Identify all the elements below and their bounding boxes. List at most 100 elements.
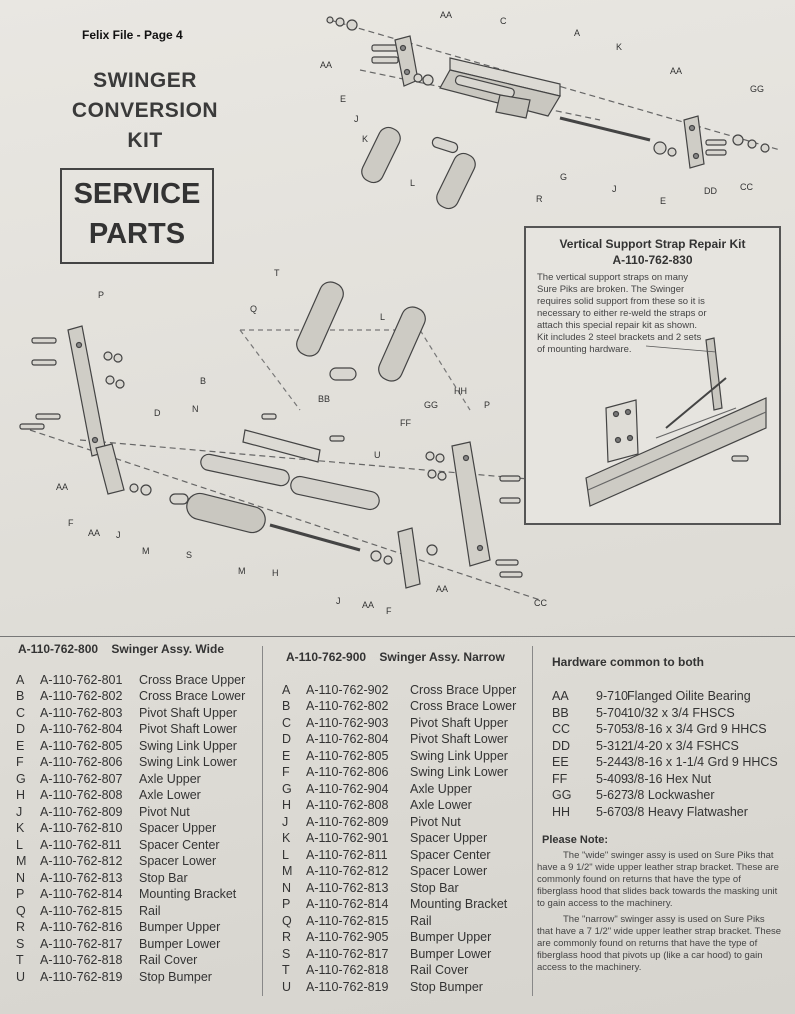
part-code: D: [282, 732, 292, 746]
part-number: A-110-762-804: [40, 722, 123, 736]
part-number: A-110-762-802: [40, 689, 123, 703]
diagram-label: GG: [750, 84, 764, 94]
diagram-label: N: [192, 404, 199, 414]
hardware-part: 5-704: [596, 706, 628, 720]
diagram-label: AA: [440, 10, 452, 20]
diagram-label: E: [660, 196, 666, 206]
part-code: Q: [282, 914, 292, 928]
hardware-description: Flanged Oilite Bearing: [627, 689, 751, 703]
part-code: M: [282, 864, 293, 878]
diagram-label: U: [374, 450, 381, 460]
hardware-description: 3/8 Heavy Flatwasher: [627, 805, 748, 819]
part-code: T: [16, 953, 24, 967]
part-code: N: [282, 881, 292, 895]
part-description: Cross Brace Lower: [139, 689, 246, 703]
diagram-label: AA: [88, 528, 100, 538]
diagram-label: M: [238, 566, 246, 576]
repair-kit-part-number: A-110-762-830: [612, 253, 693, 267]
diagram-label: D: [154, 408, 161, 418]
top-diagram-labels: AA C A K AA GG E J K L R G J E DD CC AA: [320, 10, 764, 206]
kit-title-line: SWINGER: [93, 69, 197, 92]
note-paragraph: The "wide" swinger assy is used on Sure …: [537, 850, 779, 909]
diagram-label: R: [536, 194, 543, 204]
part-number: A-110-762-807: [40, 772, 123, 786]
diagram-label: K: [362, 134, 368, 144]
notes-heading: Please Note:: [542, 834, 609, 846]
hardware-description: 10/32 x 3/4 FHSCS: [627, 706, 735, 720]
service-title-line: SERVICE: [73, 178, 201, 210]
part-code: Q: [16, 904, 26, 918]
part-number: A-110-762-803: [40, 706, 123, 720]
part-code: L: [282, 848, 289, 862]
part-code: P: [282, 897, 291, 911]
part-description: Swing Link Lower: [410, 765, 508, 779]
hardware-code: FF: [552, 772, 568, 786]
part-code: H: [16, 788, 26, 802]
diagram-label: K: [616, 42, 622, 52]
part-code: E: [282, 749, 291, 763]
part-number: A-110-762-806: [306, 765, 389, 779]
part-description: Pivot Nut: [410, 815, 461, 829]
diagram-label: BB: [318, 394, 330, 404]
part-number: A-110-762-808: [306, 798, 389, 812]
part-number: A-110-762-812: [40, 854, 123, 868]
hardware-code: CC: [552, 722, 571, 736]
part-description: Pivot Shaft Lower: [410, 732, 508, 746]
part-code: B: [282, 699, 291, 713]
hardware-description: 3/8-16 x 3/4 Grd 9 HHCS: [627, 722, 767, 736]
part-number: A-110-762-814: [306, 897, 389, 911]
hardware-code: EE: [552, 755, 569, 769]
part-code: U: [282, 980, 292, 994]
part-description: Rail Cover: [410, 963, 469, 977]
part-number: A-110-762-805: [40, 739, 123, 753]
part-description: Cross Brace Upper: [139, 673, 246, 687]
part-number: A-110-762-819: [306, 980, 389, 994]
hardware-part: 9-710: [596, 689, 628, 703]
part-code: C: [16, 706, 26, 720]
hardware-part: 5-409: [596, 772, 628, 786]
hardware-part: 5-670: [596, 805, 628, 819]
part-number: A-110-762-816: [40, 920, 123, 934]
part-description: Cross Brace Lower: [410, 699, 517, 713]
repair-kit-title: Vertical Support Strap Repair Kit: [559, 237, 746, 251]
part-number: A-110-762-815: [306, 914, 389, 928]
diagram-label: C: [500, 16, 507, 26]
part-description: Stop Bumper: [410, 980, 483, 994]
repair-kit-illustration: [585, 337, 767, 507]
part-description: Spacer Upper: [410, 831, 488, 845]
part-number: A-110-762-904: [306, 782, 389, 796]
part-number: A-110-762-818: [306, 963, 389, 977]
diagram-label: Q: [250, 304, 257, 314]
part-description: Pivot Shaft Upper: [139, 706, 237, 720]
hardware-part: 5-705: [596, 722, 628, 736]
diagram-label: AA: [56, 482, 68, 492]
page-header: Felix File - Page 4: [82, 28, 183, 42]
hardware-description: 1/4-20 x 3/4 FSHCS: [627, 739, 739, 753]
part-code: E: [16, 739, 25, 753]
diagram-label: J: [354, 114, 359, 124]
part-code: B: [16, 689, 25, 703]
diagram-label: CC: [534, 598, 547, 608]
part-code: N: [16, 871, 26, 885]
part-description: Stop Bar: [410, 881, 459, 895]
part-description: Bumper Lower: [139, 937, 221, 951]
notes-body: The "wide" swinger assy is used on Sure …: [537, 850, 782, 978]
part-description: Cross Brace Upper: [410, 683, 517, 697]
kit-title-line: KIT: [127, 129, 163, 152]
part-code: A: [16, 673, 25, 687]
part-number: A-110-762-902: [306, 683, 389, 697]
part-description: Swing Link Upper: [410, 749, 508, 763]
wide-assembly-heading: A-110-762-800 Swinger Assy. Wide: [18, 642, 224, 656]
part-code: F: [282, 765, 290, 779]
hardware-code: BB: [552, 706, 569, 720]
diagram-label: FF: [400, 418, 411, 428]
part-code: U: [16, 970, 26, 984]
service-parts-box: [60, 168, 214, 264]
part-code: S: [282, 947, 291, 961]
part-number: A-110-762-810: [40, 821, 123, 835]
hardware-description: 3/8 Lockwasher: [627, 788, 715, 802]
part-description: Pivot Shaft Lower: [139, 722, 237, 736]
diagram-label: F: [68, 518, 74, 528]
part-number: A-110-762-804: [306, 732, 389, 746]
part-code: D: [16, 722, 26, 736]
